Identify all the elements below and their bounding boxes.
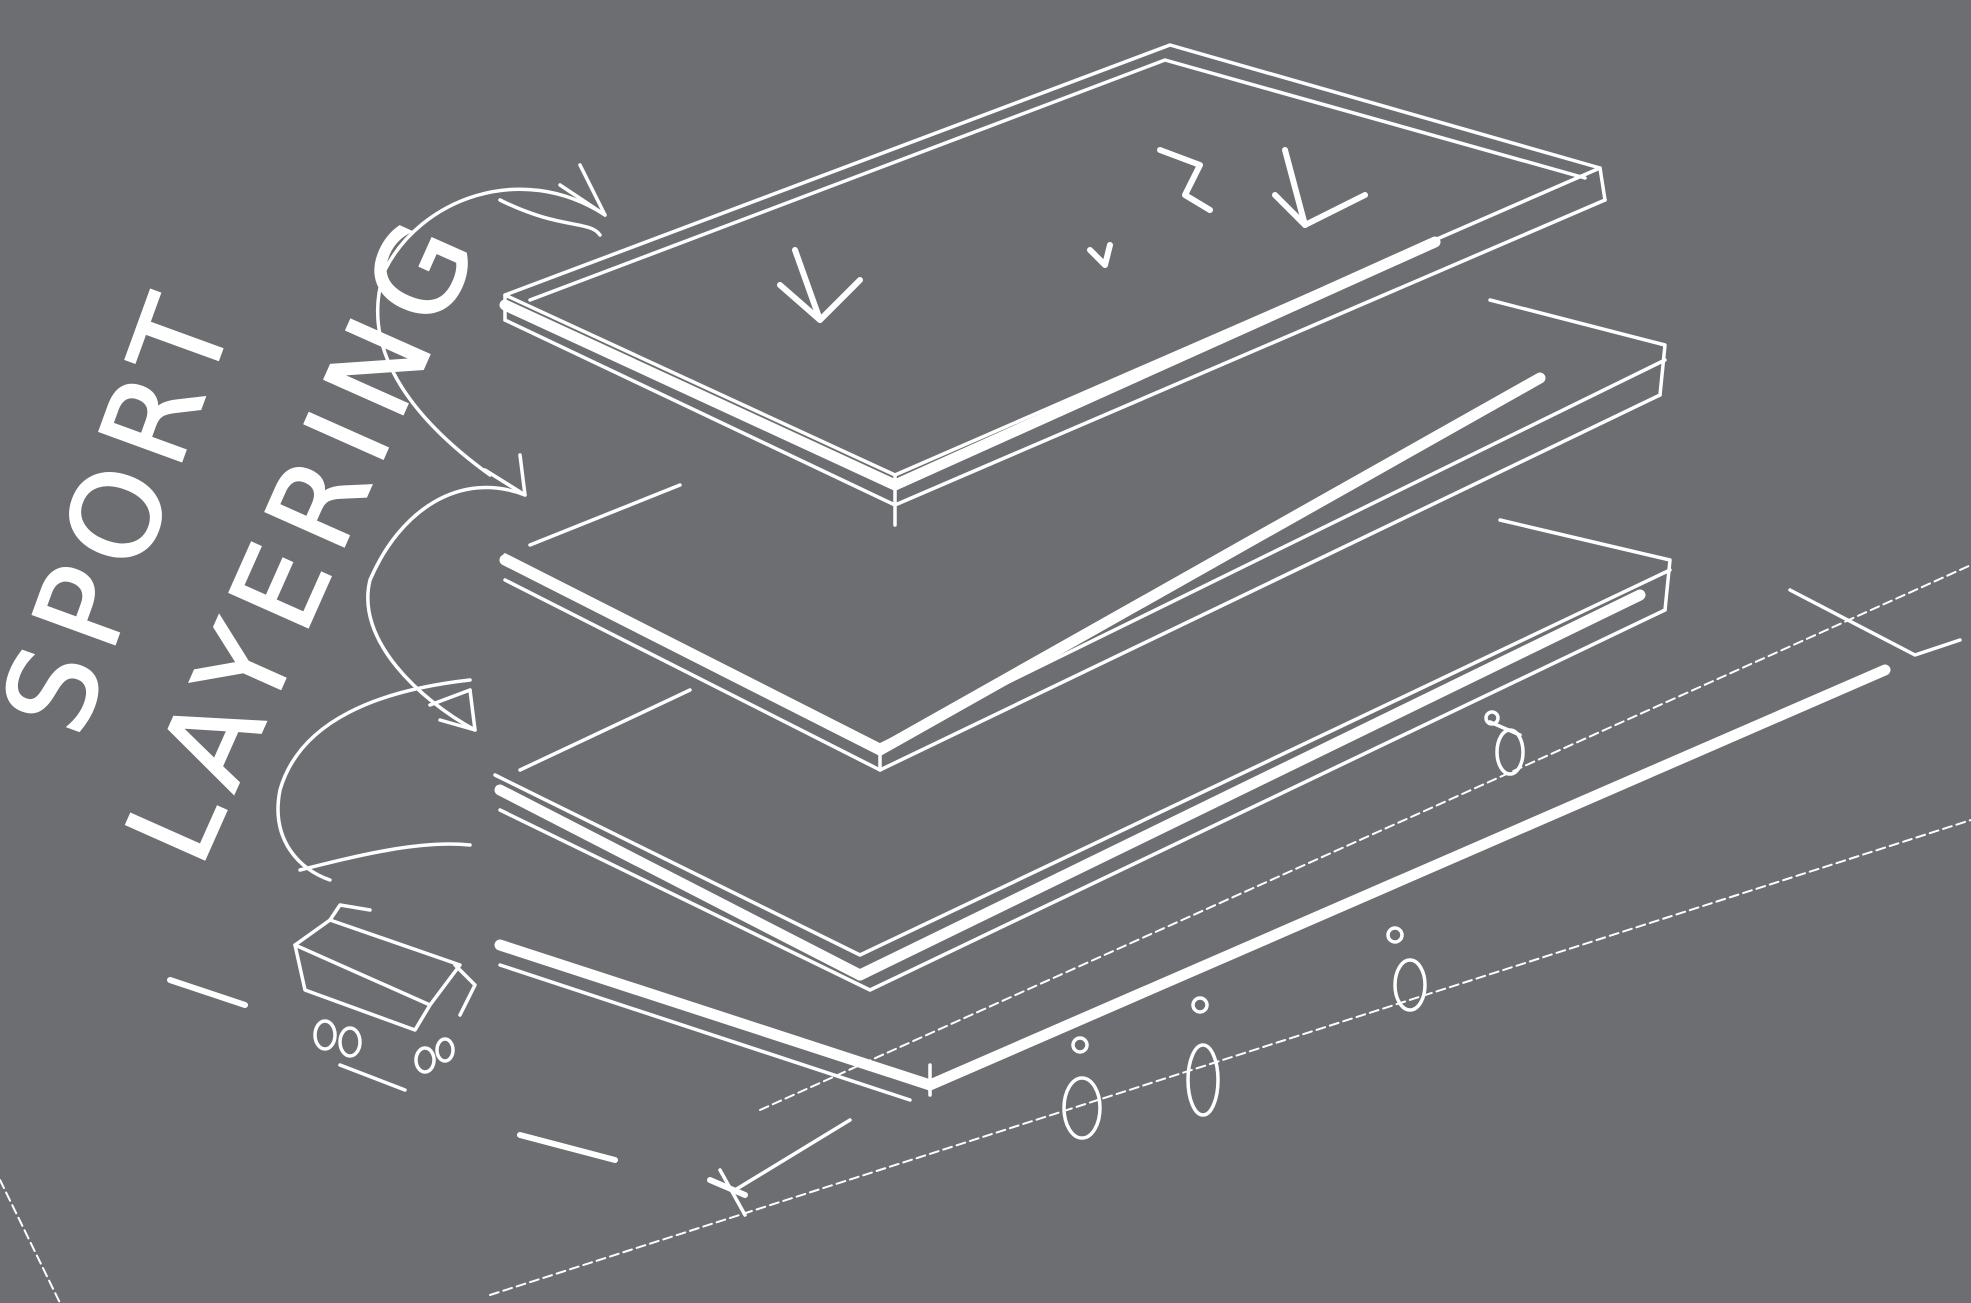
top-layer-slab bbox=[505, 45, 1605, 525]
middle-layer-slab bbox=[505, 300, 1665, 770]
road-markings bbox=[170, 980, 850, 1215]
vehicle-icon bbox=[295, 905, 475, 1090]
title-group: SPORT LAYERING bbox=[0, 190, 508, 881]
down-arrow-icon bbox=[780, 150, 1365, 320]
lower-layer-slab bbox=[495, 520, 1670, 990]
